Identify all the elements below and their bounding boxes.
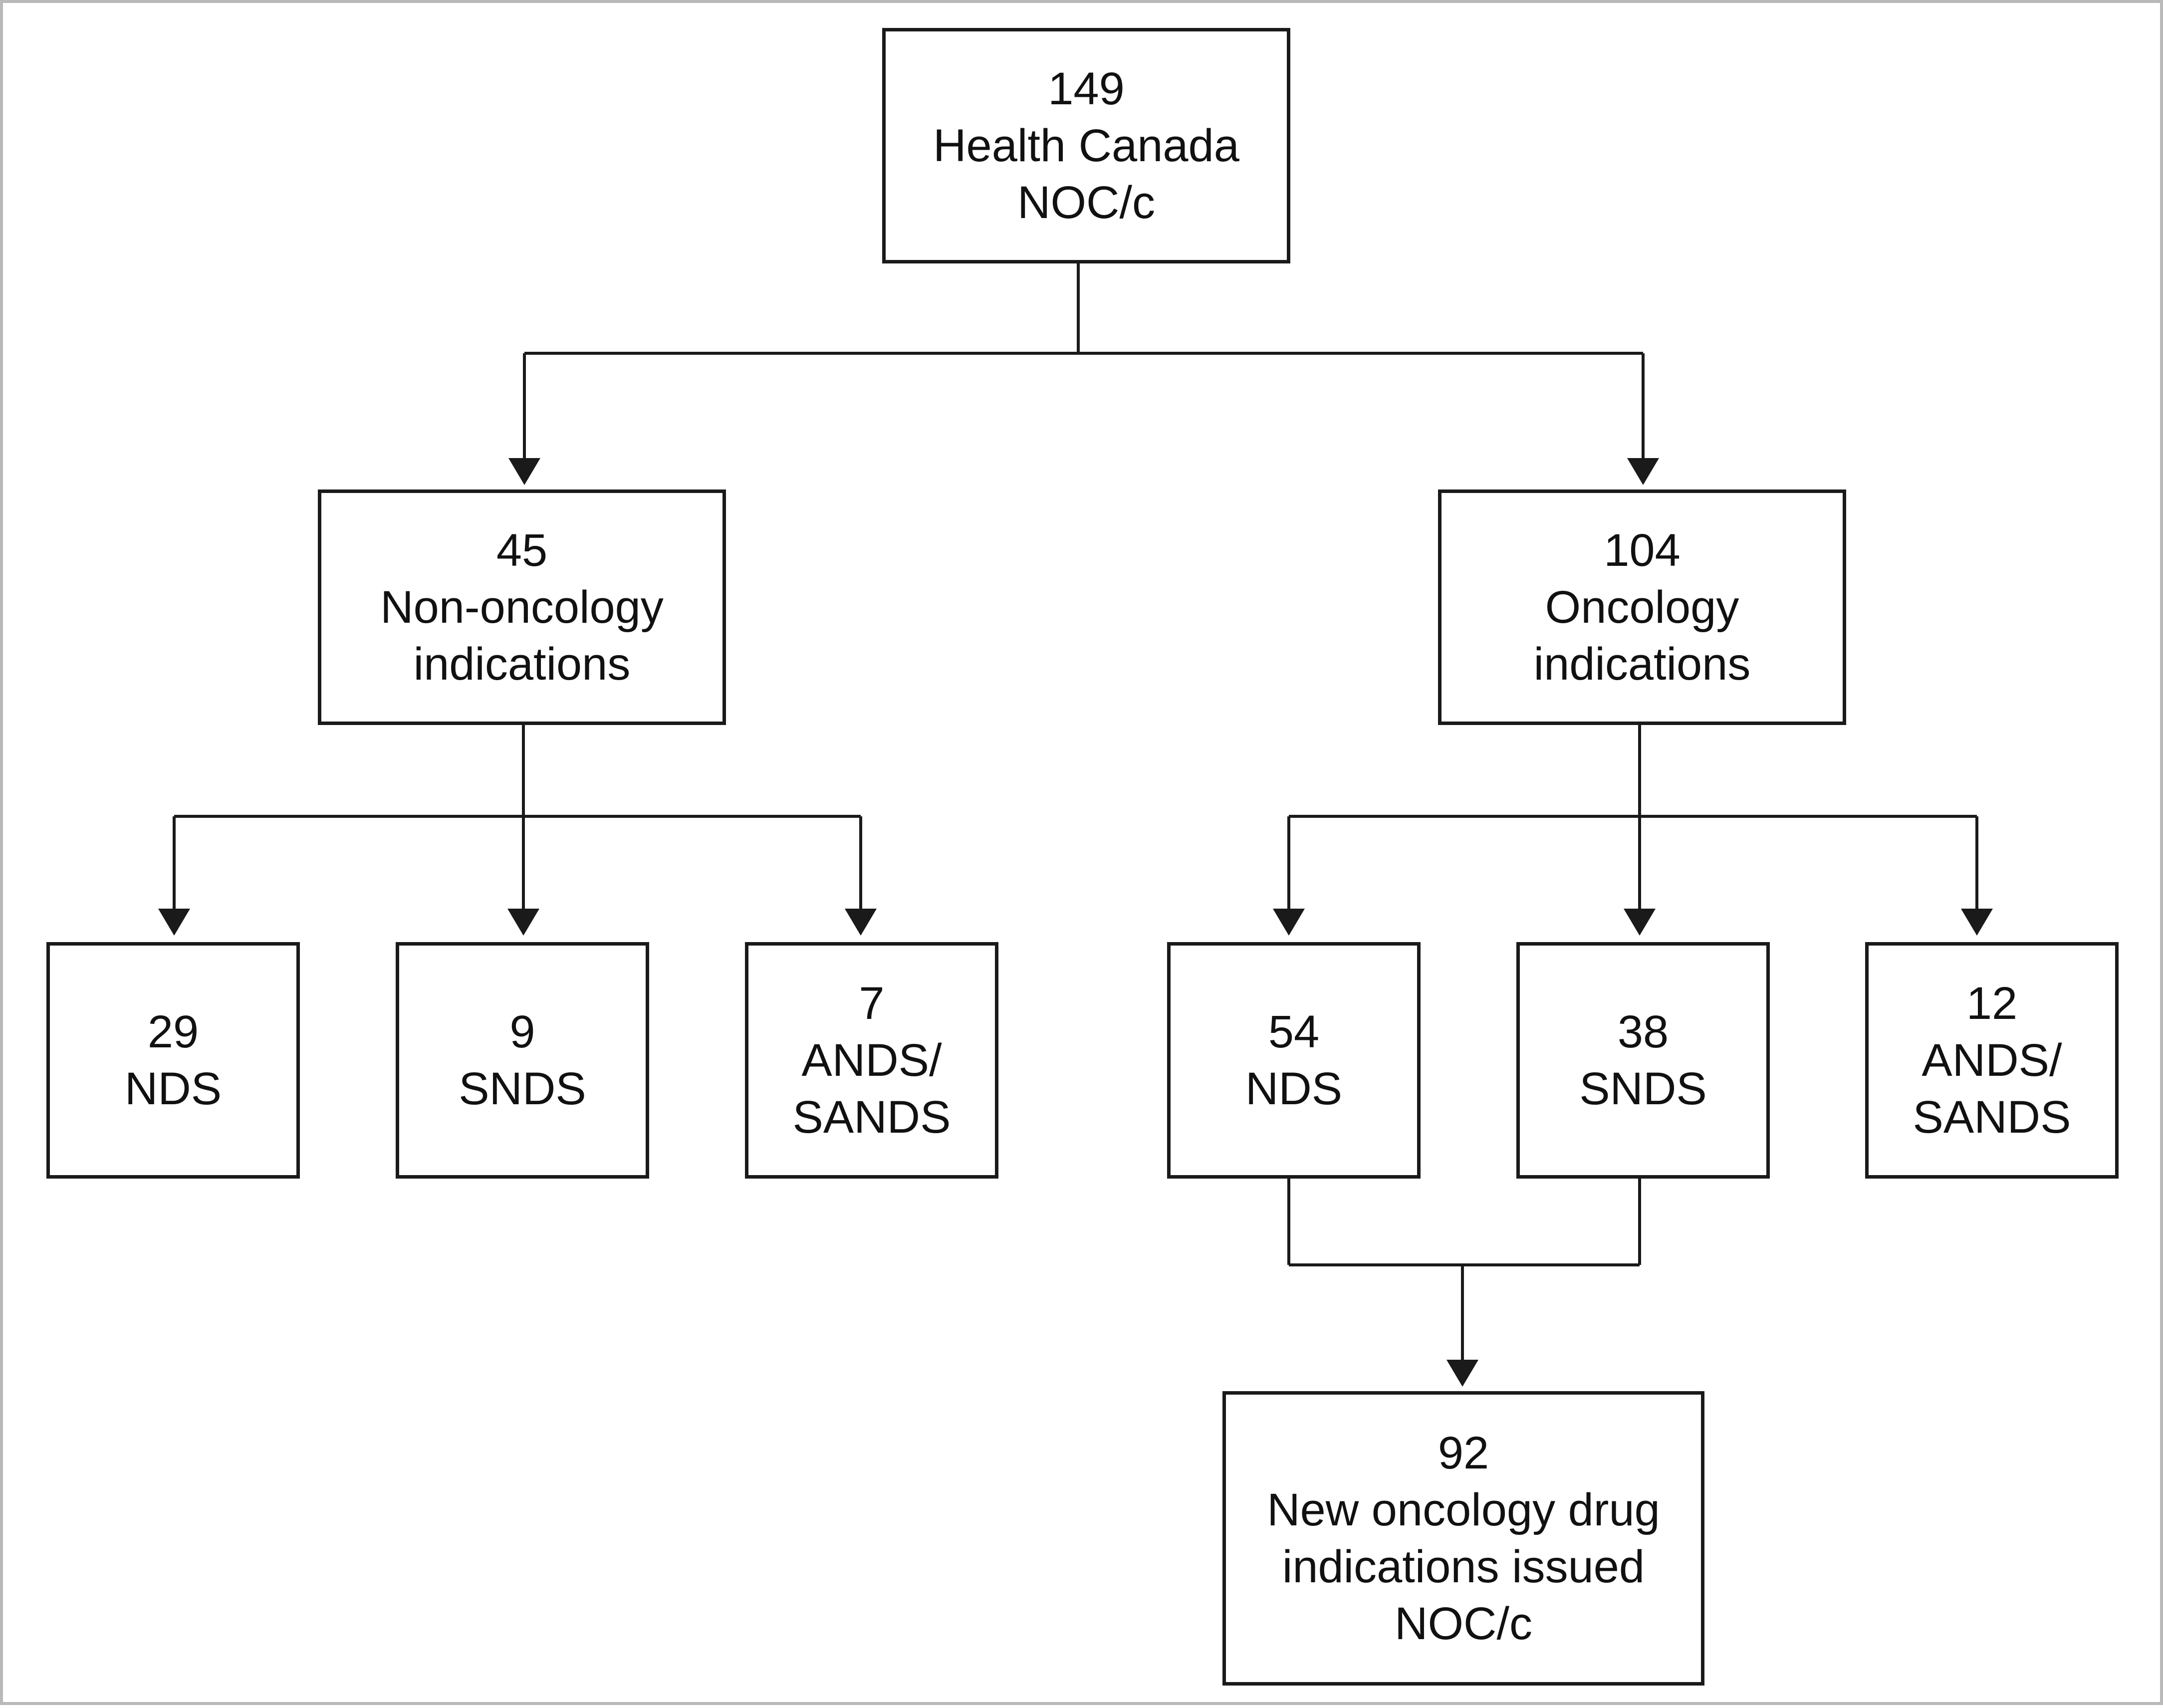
non-onc-ands-label-line-2: SANDS [792,1092,951,1143]
new-oncology-count: 92 [1438,1428,1489,1478]
arrow-to-new-onc [1446,1360,1478,1387]
non-onc-ands-box: 7 ANDS/ SANDS [745,942,998,1179]
non-onc-snds-count: 9 [509,1006,535,1057]
arrow-to-oncology [1627,458,1659,485]
onc-snds-label: SNDS [1579,1063,1707,1114]
arrow-to-onc-snds [1624,909,1656,936]
onc-snds-box: 38 SNDS [1516,942,1770,1179]
oncology-count: 104 [1604,525,1681,576]
root-label-line-1: Health Canada [933,120,1239,171]
onc-nds-count: 54 [1268,1006,1320,1057]
non-onc-ands-label-line-1: ANDS/ [801,1035,942,1086]
onc-nds-box: 54 NDS [1167,942,1421,1179]
non-onc-nds-box: 29 NDS [46,942,300,1179]
non-onc-nds-label: NDS [124,1063,222,1114]
arrow-to-onc-nds [1273,909,1305,936]
onc-nds-label: NDS [1245,1063,1343,1114]
non-onc-ands-count: 7 [859,978,885,1029]
non-oncology-count: 45 [496,525,548,576]
new-oncology-label-line-1: New oncology drug [1267,1484,1660,1535]
arrow-to-non-oncology [508,458,540,485]
non-onc-nds-count: 29 [147,1006,199,1057]
onc-ands-label-line-1: ANDS/ [1922,1035,2062,1086]
arrow-to-non-onc-nds [158,909,190,936]
arrow-to-non-onc-snds [507,909,539,936]
non-oncology-label-line-1: Non-oncology [380,582,664,633]
root-count: 149 [1048,63,1125,114]
non-onc-snds-label: SNDS [459,1063,586,1114]
connector-layer [158,263,1993,1387]
new-oncology-label-line-2: indications issued [1282,1541,1645,1592]
non-oncology-box: 45 Non-oncology indications [318,489,726,725]
onc-ands-count: 12 [1966,978,2018,1029]
new-oncology-box: 92 New oncology drug indications issued … [1222,1391,1704,1686]
onc-ands-label-line-2: SANDS [1913,1092,2071,1143]
root-box: 149 Health Canada NOC/c [882,28,1290,263]
arrow-to-onc-ands [1961,909,1993,936]
arrow-to-non-onc-ands [845,909,877,936]
oncology-box: 104 Oncology indications [1438,489,1846,725]
onc-snds-count: 38 [1617,1006,1669,1057]
root-label-line-2: NOC/c [1017,177,1155,228]
oncology-label-line-1: Oncology [1545,582,1739,633]
non-onc-snds-box: 9 SNDS [396,942,649,1179]
onc-ands-box: 12 ANDS/ SANDS [1865,942,2119,1179]
oncology-label-line-2: indications [1533,639,1751,690]
new-oncology-label-line-3: NOC/c [1395,1598,1532,1649]
non-oncology-label-line-2: indications [413,639,631,690]
